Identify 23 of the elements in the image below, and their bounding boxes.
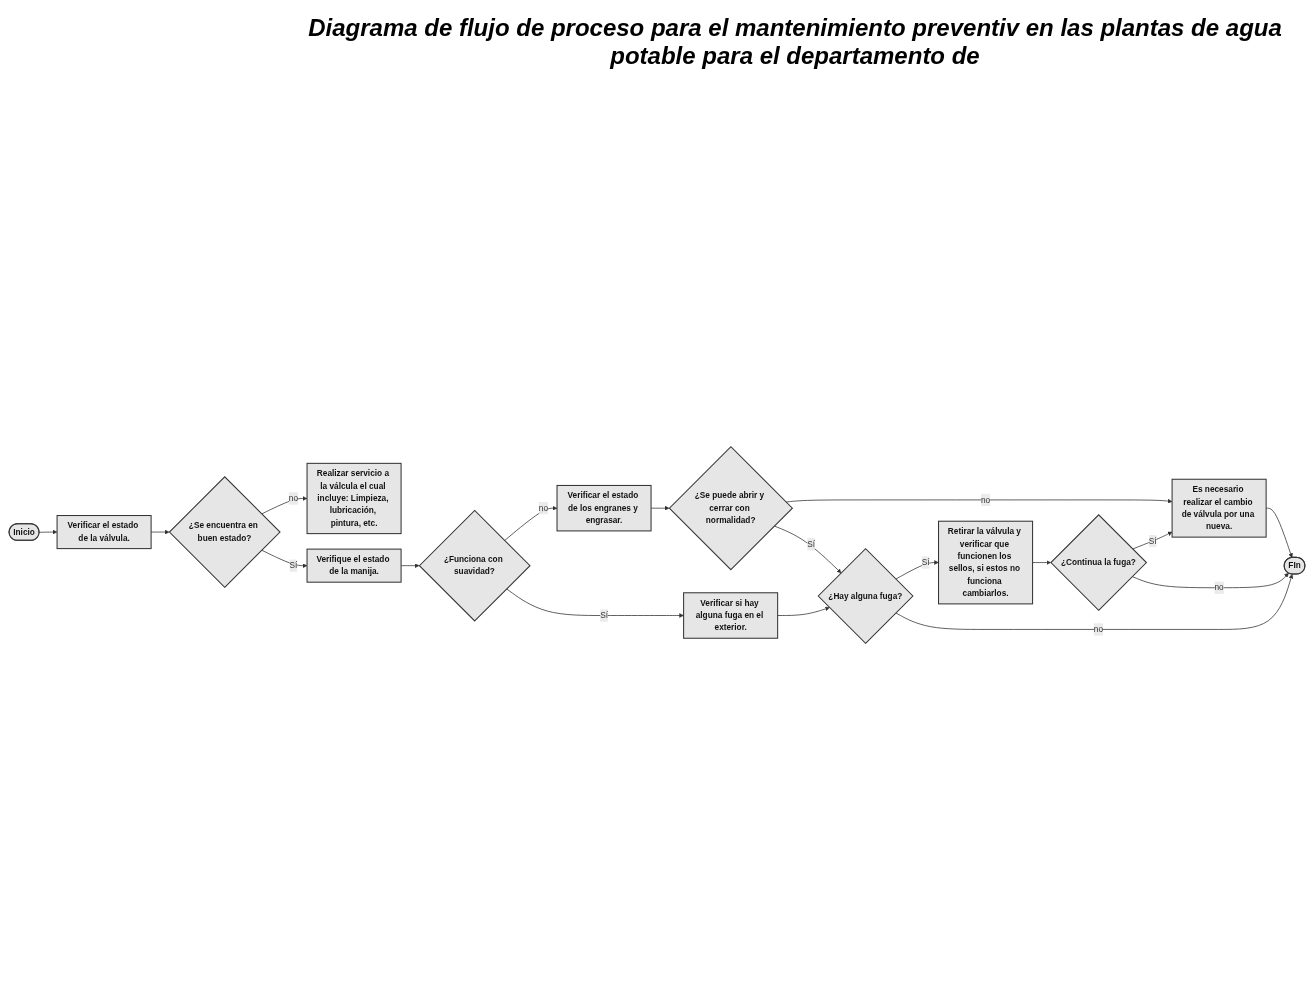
node-box: Realizar servicio a la válcula el cual incluye: Limpieza, lubricación, pintura, etc. bbox=[306, 462, 402, 535]
edge-label: Sí bbox=[1148, 536, 1157, 546]
edge-label: Sí bbox=[600, 610, 608, 620]
node-diamond: ¿Continua la fuga? bbox=[1050, 514, 1148, 612]
edge-label: no bbox=[1214, 583, 1224, 592]
node-box: Retirar la válvula y verificar que funcionen los sellos, si estos no funciona cambiarlos. bbox=[938, 520, 1034, 605]
node-box: Verificar el estado de los engranes y engrasar. bbox=[556, 484, 652, 532]
diagram-title: Diagrama de flujo de proceso para el mantenimiento preventiv en las plantas de agua potable para el departamento de bbox=[307, 14, 1283, 70]
node-box: Verificar el estado de la válvula. bbox=[56, 515, 152, 550]
node-diamond: ¿Se puede abrir y cerrar con normalidad? bbox=[668, 445, 794, 571]
edge-label: Sí bbox=[807, 539, 815, 549]
node-box: Verifique el estado de la manija. bbox=[306, 548, 402, 583]
node-box: Verificar si hay alguna fuga en el exterior. bbox=[683, 592, 779, 639]
edge-label: no bbox=[288, 493, 298, 503]
edge-label: no bbox=[538, 503, 548, 513]
edge-label: no bbox=[1093, 624, 1104, 634]
node-diamond: ¿Se encuentra en buen estado? bbox=[168, 476, 281, 589]
node-diamond: ¿Hay alguna fuga? bbox=[817, 547, 914, 645]
node-diamond: ¿Funciona con suavidad? bbox=[418, 509, 531, 622]
edge-label: no bbox=[980, 495, 991, 505]
edge-label: Sí bbox=[921, 557, 930, 567]
node-box: Es necesario realizar el cambio de válvula por una nueva. bbox=[1171, 478, 1267, 538]
edge-label: Sí bbox=[289, 561, 298, 570]
